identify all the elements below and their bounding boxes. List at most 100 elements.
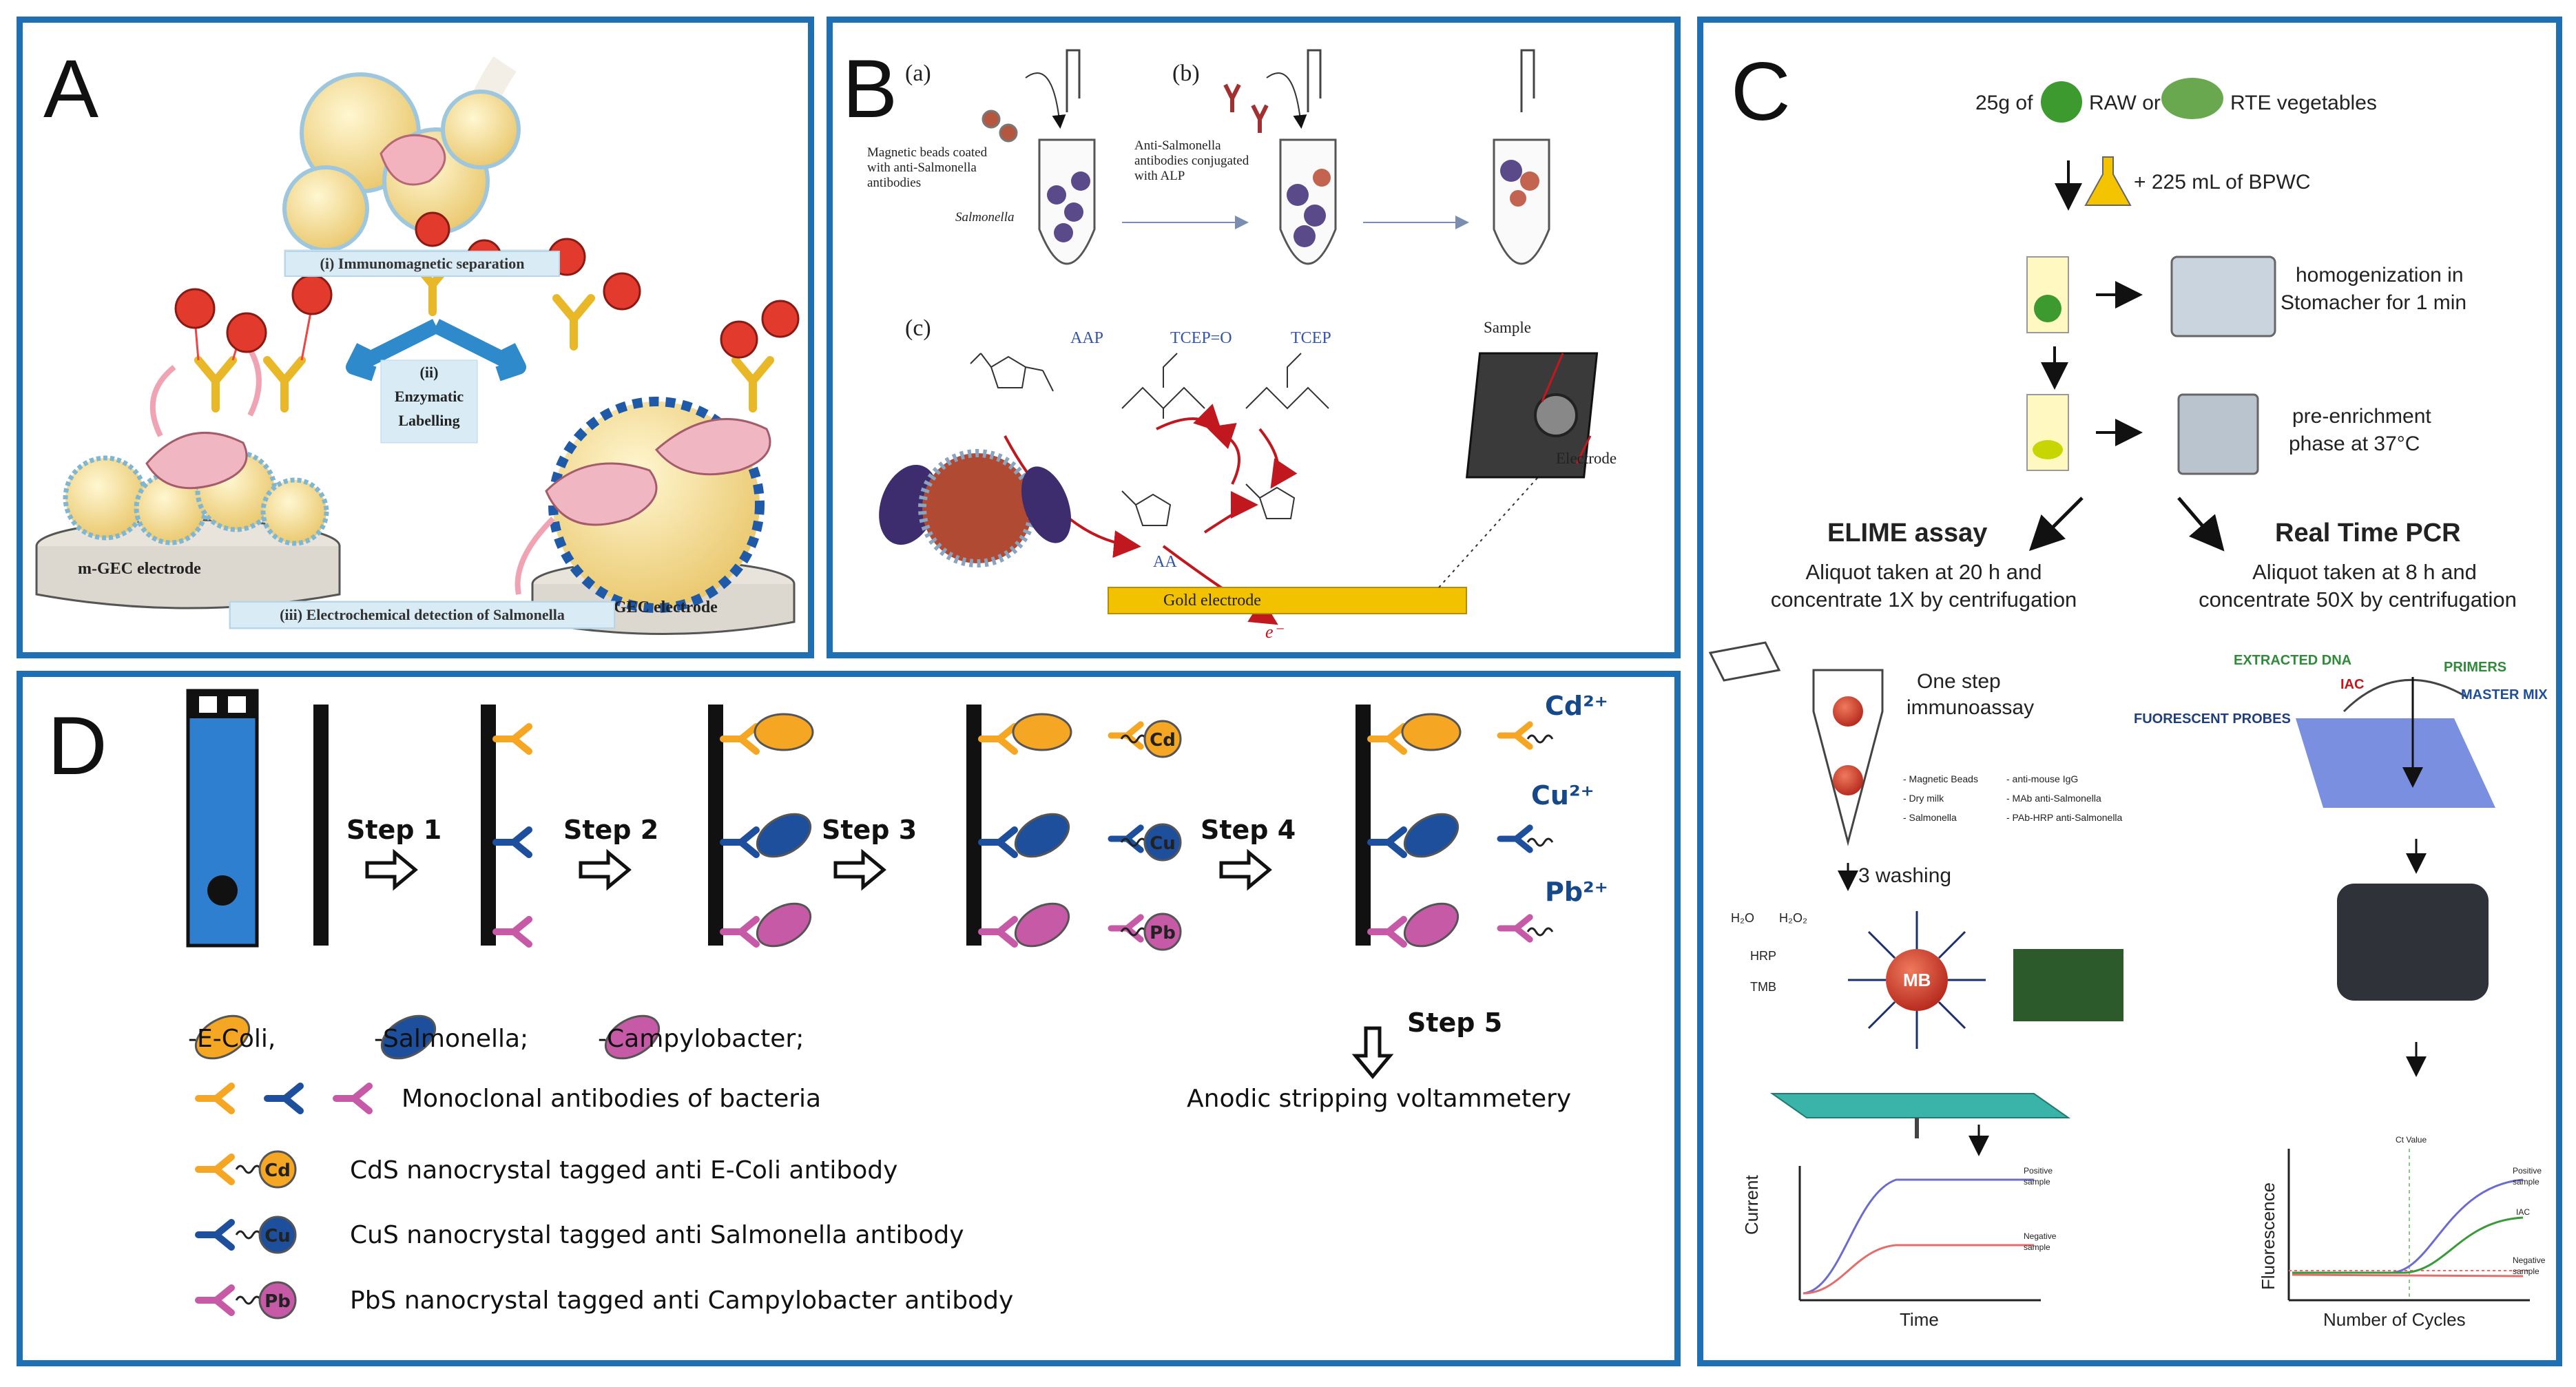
- extracted-dna-label: EXTRACTED DNA: [2234, 653, 2352, 668]
- electrode-strip: [186, 689, 259, 948]
- step3-antibody: [978, 916, 1018, 948]
- tube-1: [981, 49, 1096, 265]
- bpwc-text: + 225 mL of BPWC: [2134, 171, 2311, 194]
- flask-icon: [2084, 156, 2132, 206]
- legend-item-5: - PAb-HRP anti-Salmonella: [2006, 812, 2123, 823]
- caption-enzymatic-num: (ii): [419, 364, 439, 381]
- step3-bacterium: [1012, 713, 1072, 751]
- screen-printed-electrode: [1769, 1093, 2071, 1118]
- top-25g: 25g of: [1975, 92, 2033, 114]
- panel-a-label: A: [43, 43, 99, 135]
- beads-label-l3: antibodies: [867, 176, 922, 190]
- caption-immunomagnetic: (i) Immunomagnetic separation: [284, 251, 560, 277]
- label-sub-c: (c): [905, 315, 931, 341]
- step4-bacterium: [1403, 813, 1460, 858]
- fluorescence-plot: [2287, 1149, 2530, 1302]
- step-3-label: Step 3: [822, 815, 917, 845]
- panel-c-illustration: [1708, 78, 2530, 1302]
- mb-label: MB: [1903, 970, 1931, 990]
- step4-linker: [1526, 734, 1554, 744]
- immunomagnetic-cluster: [282, 56, 521, 252]
- tcep-o-structure: [1121, 353, 1205, 419]
- beads-label-l2: with anti-Salmonella: [867, 160, 977, 175]
- panel-b-illustration: [879, 49, 1599, 625]
- pre-l2: phase at 37°C: [2289, 432, 2420, 455]
- magnetic-bead-complex: [1848, 911, 1986, 1049]
- bead-complex: [879, 449, 1072, 567]
- current-plot: [1798, 1166, 2041, 1302]
- anti-label-l2: antibodies conjugated: [1134, 154, 1249, 168]
- step3-antibody: [978, 723, 1018, 755]
- panel-b-label: B: [842, 43, 898, 135]
- legend-campylobacter-glyph: [604, 1014, 661, 1060]
- ct-label: Ct Value: [2396, 1135, 2427, 1145]
- panel-b: B: [827, 17, 1681, 658]
- legend-cds-tag-text: Cd: [264, 1160, 291, 1181]
- electrode-photo: [2013, 949, 2123, 1021]
- ion-pb: Pb²⁺: [1545, 877, 1608, 907]
- pcr-machine: [2337, 884, 2489, 1001]
- bag-1: [2026, 256, 2069, 333]
- legend-cus-tag-text: Cu: [264, 1226, 291, 1247]
- aap-label: AAP: [1070, 329, 1104, 347]
- step4-linker: [1526, 927, 1554, 937]
- legend-pbs-tag-text: Pb: [264, 1291, 291, 1312]
- step3-bacterium: [1014, 902, 1070, 948]
- pos-label-1b: sample: [2024, 1177, 2050, 1187]
- aa-label: AA: [1153, 553, 1177, 571]
- step4-tag-antibody: [1497, 914, 1533, 943]
- sample-device: [1465, 352, 1599, 479]
- onestep-l1: One step: [1917, 670, 2001, 693]
- step4-linker: [1526, 837, 1554, 847]
- caption-detection: (iii) Electrochemical detection of Salmo…: [229, 601, 615, 629]
- tmb-label: TMB: [1750, 980, 1776, 994]
- neg-label-2a: Negative: [2513, 1255, 2546, 1265]
- legend-mab-pink: [333, 1083, 373, 1114]
- panel-d-label: D: [48, 700, 107, 792]
- elime-title: ELIME assay: [1827, 519, 1988, 548]
- step3-tag-Pb: [1143, 912, 1182, 951]
- step4-antibody: [1367, 916, 1407, 948]
- label-sub-b: (b): [1172, 61, 1200, 86]
- anti-label-l1: Anti-Salmonella: [1134, 138, 1221, 153]
- step4-antibody: [1367, 723, 1407, 755]
- aa-structure: [1121, 490, 1172, 526]
- master-mix-label: MASTER MIX: [2461, 687, 2548, 702]
- electrode-left-label: m-GEC electrode: [78, 560, 201, 578]
- asv-text: Anodic stripping voltammetery: [1187, 1085, 1572, 1113]
- legend-pbs-tag: [258, 1281, 297, 1320]
- legend-pbs-antibody: [195, 1284, 235, 1316]
- incubator-icon: [2177, 393, 2259, 475]
- step-2-label: Step 2: [563, 815, 659, 845]
- legend-cus-antibody: [195, 1219, 235, 1251]
- tube-3: [1493, 49, 1550, 265]
- gold-electrode-label: Gold electrode: [1163, 592, 1261, 609]
- step3-antibody: [978, 826, 1018, 858]
- legend-item-1: - anti-mouse IgG: [2006, 773, 2079, 784]
- legend-cds-antibody: [195, 1154, 235, 1185]
- enzymatic-labelling-antibody: [346, 211, 526, 444]
- panel-a: A: [17, 17, 814, 658]
- raw-or: RAW or: [2089, 92, 2161, 114]
- step-4-label: Step 4: [1201, 815, 1296, 845]
- step1-antibody: [492, 723, 532, 755]
- neg-label-1b: sample: [2024, 1242, 2050, 1252]
- step2-bacterium: [754, 713, 814, 751]
- legend-cds-tag: [258, 1150, 297, 1189]
- step-5-label: Step 5: [1407, 1008, 1503, 1038]
- pcr-l2: concentrate 50X by centrifugation: [2199, 587, 2517, 612]
- tcep-label: TCEP: [1291, 329, 1331, 347]
- pre-l1: pre-enrichment: [2292, 405, 2431, 428]
- legend-item-4: - Salmonella: [1903, 812, 1957, 823]
- rte-vegetables-icon: [2161, 78, 2223, 119]
- pcr-title: Real Time PCR: [2275, 519, 2461, 548]
- neg-label-2b: sample: [2513, 1266, 2539, 1276]
- step2-bacterium: [756, 902, 812, 948]
- step2-antibody: [720, 916, 760, 948]
- stomacher-icon: [2170, 255, 2276, 337]
- hrp-antibody-left: [174, 274, 333, 413]
- pos-label-2b: sample: [2513, 1177, 2539, 1187]
- bag-2: [2026, 394, 2069, 471]
